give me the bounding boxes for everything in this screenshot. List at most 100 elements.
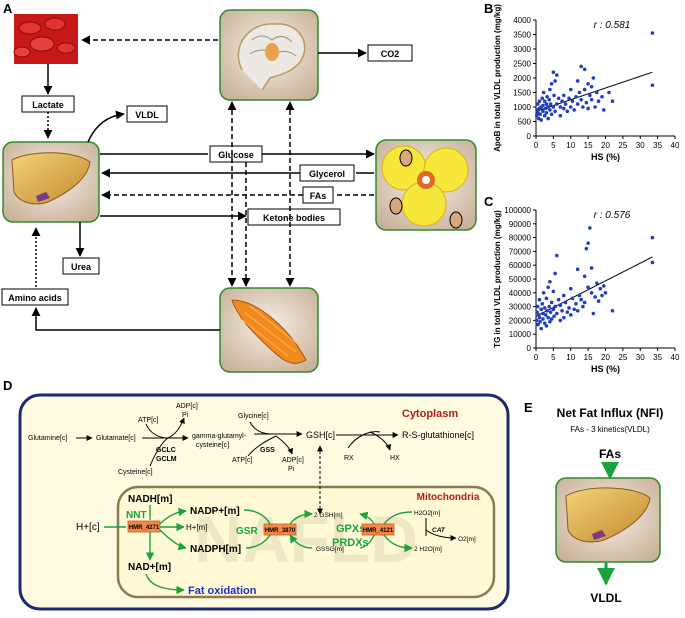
rx-label: RX [344,455,354,462]
gsr-label: GSR [236,526,258,537]
data-point [546,116,550,121]
hmr-3870-label: HMR_3870 [265,528,296,534]
y-tick-label: 2000 [513,74,531,83]
cysteine-label: Cysteine[c] [118,469,153,476]
data-point [539,118,544,122]
x-tick-label: 35 [653,353,662,362]
data-point [596,299,601,303]
data-point [547,304,552,309]
data-point [579,64,583,69]
y-tick-label: 70000 [509,247,532,256]
mitochondria-label: Mitochondria [417,492,480,503]
fas-label-a: FAs [310,191,327,201]
urea-label: Urea [71,262,92,272]
gpx-label: GPXs [336,523,365,535]
data-point [542,321,547,325]
data-point [601,284,606,288]
y-tick-label: 500 [518,118,532,127]
glutamine-label: Glutamine[c] [28,435,67,442]
y-tick-label: 30000 [509,303,532,312]
fat-oxidation-label: Fat oxidation [188,585,257,597]
data-point [544,111,549,115]
data-point [544,296,549,301]
data-point [545,95,549,99]
panel-label-b: B [484,1,493,16]
data-point [574,95,578,99]
x-tick-label: 5 [551,141,556,150]
vldl-label-a: VLDL [135,110,159,120]
x-tick-label: 15 [584,353,593,362]
panel-label-d: D [3,378,12,393]
data-point [586,106,590,111]
urea-box [62,257,100,275]
data-point [549,82,554,86]
data-point [552,314,556,319]
data-point [535,310,539,314]
x-axis-label: HS (%) [591,364,620,374]
data-point [535,102,540,106]
x-tick-label: 20 [601,353,610,362]
data-point [579,97,583,102]
data-point [598,286,603,291]
data-point [551,289,556,294]
x-tick-label: 0 [534,353,539,362]
trend-line [535,256,653,317]
adp2-label: ADP[c] [282,457,304,464]
correlation-annotation: r : 0.576 [594,210,631,221]
data-point [650,83,655,88]
data-point [548,310,553,314]
gss-label: GSS [260,447,275,454]
data-point [556,297,561,302]
data-point [548,108,552,112]
data-point [534,318,539,323]
data-point [565,310,570,314]
panel-label-a: A [3,1,13,16]
data-point [563,300,568,305]
data-point [558,113,563,118]
data-point [551,105,556,109]
y-tick-label: 90000 [509,220,532,229]
data-point [575,308,580,313]
data-point [549,300,554,305]
hmr-4121-label: HMR_4121 [363,528,394,534]
data-point [549,317,554,321]
mitochondria-compartment [116,485,496,599]
x-tick-label: 40 [671,141,680,150]
data-point [575,102,580,106]
data-point [541,109,545,114]
x-tick-label: 40 [671,353,680,362]
data-point [538,112,542,117]
data-point [545,308,549,313]
data-point [538,319,542,324]
data-point [593,105,597,109]
data-point [650,235,655,240]
data-point [540,96,545,101]
data-point [536,322,540,327]
data-point [548,87,552,92]
data-point [537,99,542,103]
nad-plus-label: NAD+[m] [128,562,171,573]
adp1-label: ADP[c] [176,403,198,410]
data-point [555,102,559,106]
gsh-label: GSH[c] [306,430,335,440]
data-point [553,79,557,83]
data-point [575,79,580,83]
brain-image [219,9,319,101]
data-point [541,317,545,321]
data-point [584,100,589,105]
data-point [582,87,587,92]
data-point [539,326,544,331]
data-point [562,93,566,98]
data-point [552,93,556,98]
data-point [562,106,566,111]
glycerol-label: Glycerol [309,169,345,179]
h2o2-label: H2O2[m] [414,510,440,517]
gglu-label-2: cysteine[c] [196,442,229,449]
data-point [574,302,578,306]
glutamate-label: Glutamate[c] [96,435,136,442]
nfi-title: Net Fat Influx (NFI) [557,406,664,420]
gglu-label-1: gamma-glutamyl- [192,433,247,440]
data-point [595,90,599,95]
data-point [591,311,596,316]
y-tick-label: 50000 [509,275,532,284]
